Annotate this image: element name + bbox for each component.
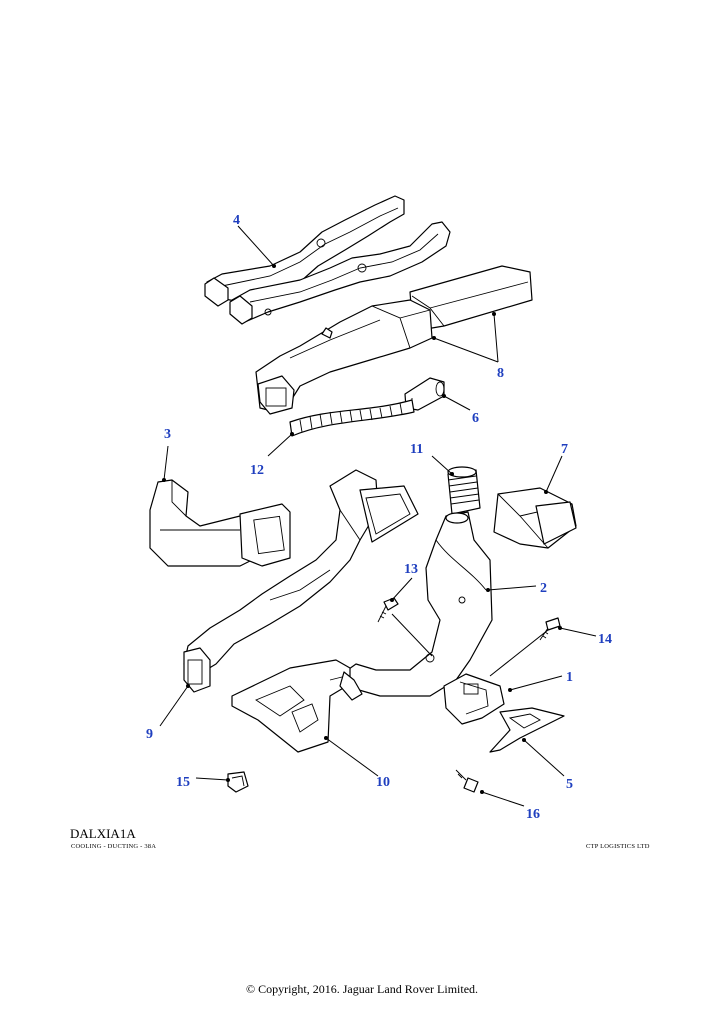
callout-12: 12 [250, 463, 264, 478]
callout-10: 10 [376, 775, 390, 790]
callout-5: 5 [566, 777, 573, 792]
part-11-bellows [447, 466, 481, 515]
screw-13-icon [377, 597, 399, 623]
callout-14: 14 [598, 632, 612, 647]
part-1-actuator [443, 673, 505, 725]
callout-7: 7 [561, 442, 568, 457]
screw-16-icon [455, 769, 479, 793]
callout-2: 2 [540, 581, 547, 596]
diagram-code: DALXIA1A [70, 826, 136, 841]
copyright-notice: © Copyright, 2016. Jaguar Land Rover Lim… [245, 982, 479, 996]
callout-labels: 1 2 3 4 5 6 7 8 9 10 11 12 13 14 15 16 [146, 213, 612, 822]
part-8-duct [255, 265, 533, 415]
screw-14-icon [539, 617, 561, 641]
clip-15-icon [227, 771, 249, 793]
callout-6: 6 [472, 411, 479, 426]
part-7-nozzle [493, 487, 577, 549]
callout-13: 13 [404, 562, 418, 577]
callout-1: 1 [566, 670, 573, 685]
leader-lines [159, 225, 597, 807]
callout-4: 4 [233, 213, 240, 228]
part-3-duct [149, 479, 291, 567]
callout-3: 3 [164, 427, 171, 442]
callout-15: 15 [176, 775, 190, 790]
part-2-duct [341, 511, 493, 697]
part-10-duct [231, 659, 363, 753]
callout-8: 8 [497, 366, 504, 381]
diagram-subtitle: COOLING - DUCTING - 38A [71, 843, 157, 850]
part-9-duct [183, 469, 419, 693]
callout-9: 9 [146, 727, 153, 742]
supplier-label: CTP LOGISTICS LTD [586, 843, 650, 850]
callout-16: 16 [526, 807, 540, 822]
part-5-bracket [489, 707, 565, 753]
callout-11: 11 [410, 442, 423, 457]
part-12-hose [289, 399, 415, 437]
part-4-duct-pair [204, 195, 451, 325]
